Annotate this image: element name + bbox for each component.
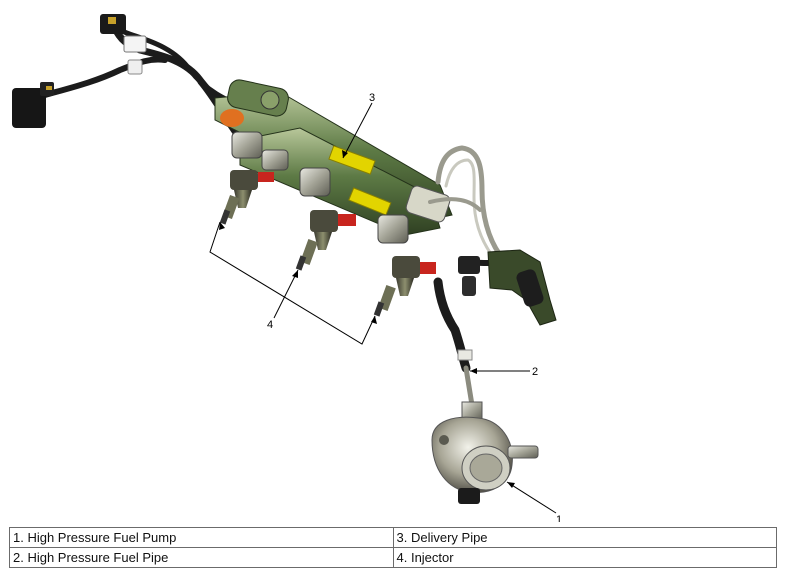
callout-2: 2	[532, 366, 538, 378]
legend-table: 1. High Pressure Fuel Pump 3. Delivery P…	[9, 527, 777, 568]
callout-1: 1	[556, 514, 562, 522]
harness-connector-left	[12, 82, 54, 128]
legend-item-fuel-pipe: 2. High Pressure Fuel Pipe	[9, 547, 394, 568]
fuel-return-pipes	[428, 145, 503, 260]
leader-arrowheads	[219, 150, 515, 488]
harness-connector-top	[100, 14, 147, 75]
rail-bosses	[231, 131, 409, 244]
legend-item-delivery-pipe: 3. Delivery Pipe	[392, 527, 777, 548]
injector-1	[219, 170, 274, 225]
legend-row: 2. High Pressure Fuel Pipe 4. Injector	[9, 547, 777, 568]
legend-item-fuel-pump: 1. High Pressure Fuel Pump	[9, 527, 394, 548]
legend-row: 1. High Pressure Fuel Pump 3. Delivery P…	[9, 527, 777, 548]
legend-item-injector: 4. Injector	[392, 547, 777, 568]
injector-2	[295, 210, 356, 271]
fuel-system-diagram: 3 2 1 4	[12, 14, 562, 522]
callout-3: 3	[369, 92, 375, 104]
high-pressure-fuel-pump	[431, 401, 539, 504]
injector-3	[373, 256, 436, 317]
pipe-bracket	[458, 249, 557, 326]
delivery-pipe-front	[239, 127, 451, 236]
leader-lines	[209, 102, 557, 514]
high-pressure-fuel-pipe	[457, 349, 475, 408]
callout-4: 4	[267, 319, 273, 331]
